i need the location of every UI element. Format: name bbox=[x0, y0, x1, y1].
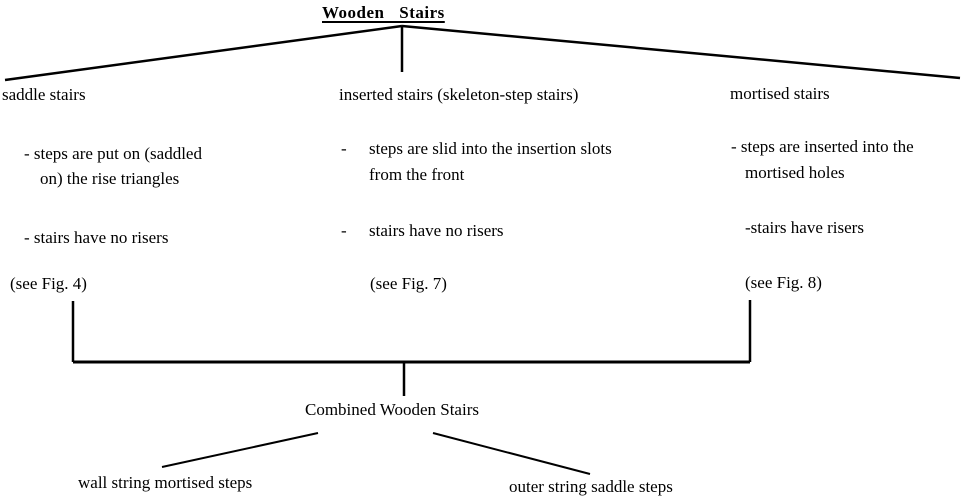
branch-line-right bbox=[401, 24, 961, 80]
inserted-point-1-line-2: from the front bbox=[369, 165, 465, 184]
combined-wooden-stairs: Combined Wooden Stairs bbox=[305, 400, 479, 419]
inserted-point-2: - stairs have no risers bbox=[341, 218, 601, 244]
diagram-title: Wooden Stairs bbox=[322, 3, 445, 22]
split-line-right bbox=[432, 432, 591, 475]
saddle-figure-reference: (see Fig. 4) bbox=[10, 274, 87, 293]
saddle-point-1-line-1: - steps are put on (saddled bbox=[24, 144, 202, 163]
saddle-point-2: - stairs have no risers bbox=[24, 228, 169, 247]
inserted-figure-reference: (see Fig. 7) bbox=[370, 274, 447, 293]
saddle-point-1-line-2: on) the rise triangles bbox=[40, 169, 180, 188]
inserted-point-2-text: stairs have no risers bbox=[369, 221, 504, 240]
mortised-point-2: -stairs have risers bbox=[745, 218, 864, 237]
variant-wall-string-mortised-steps: wall string mortised steps bbox=[78, 473, 253, 492]
mortised-figure-reference: (see Fig. 8) bbox=[745, 273, 822, 292]
mortised-point-1-line-1: - steps are inserted into the bbox=[731, 137, 914, 156]
inserted-point-1-dash: - bbox=[341, 139, 347, 158]
inserted-point-1: - steps are slid into the insertion slot… bbox=[341, 136, 701, 188]
category-mortised-stairs: mortised stairs bbox=[730, 84, 830, 103]
split-line-left bbox=[161, 432, 319, 468]
variant-outer-string-saddle-steps: outer string saddle steps bbox=[509, 477, 673, 496]
inserted-point-1-line-1: steps are slid into the insertion slots bbox=[369, 139, 612, 158]
category-saddle-stairs: saddle stairs bbox=[2, 85, 86, 104]
inserted-point-2-dash: - bbox=[341, 221, 347, 240]
mortised-point-1-line-2: mortised holes bbox=[745, 163, 845, 182]
branch-line-left bbox=[4, 24, 403, 82]
category-inserted-stairs: inserted stairs (skeleton-step stairs) bbox=[339, 85, 579, 104]
